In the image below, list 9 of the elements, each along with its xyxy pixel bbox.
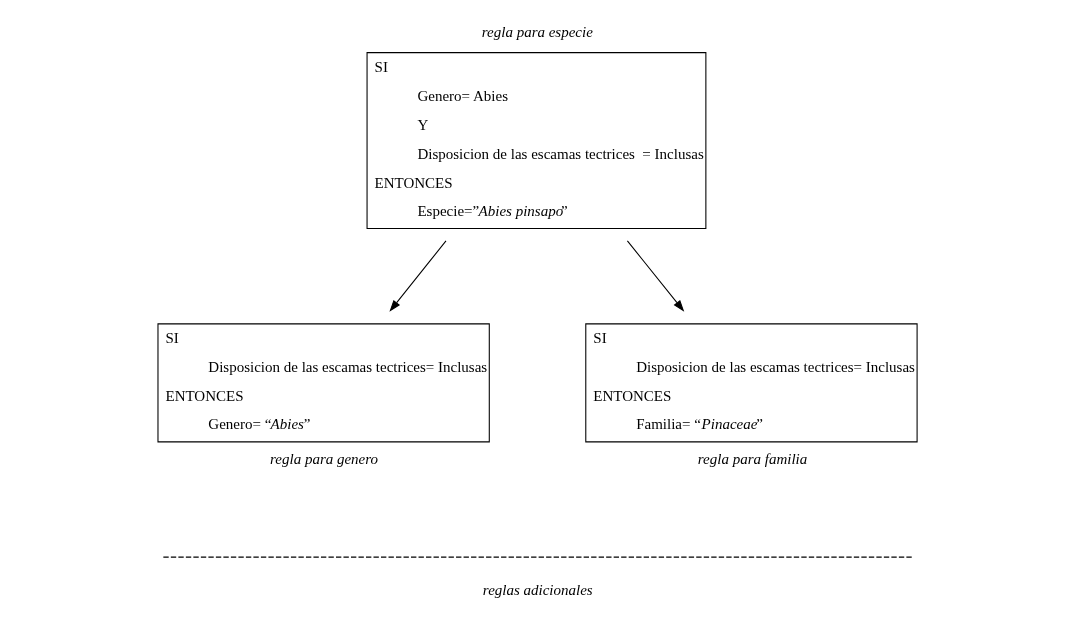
node-box: SI Disposicion de las escamas tectrices= Inclusas ENTONCES Genero= “Abies” bbox=[157, 323, 490, 443]
arrow bbox=[389, 240, 447, 312]
node-box: SI Genero= Abies Y Disposicion de las escamas tectrices = Inclusas ENTONCES Especie=”Abies pinsapo” bbox=[366, 52, 707, 229]
node-label: regla para genero bbox=[270, 450, 379, 467]
node-label: regla para familia bbox=[697, 450, 808, 467]
label: reglas adicionales bbox=[482, 581, 593, 598]
arrow bbox=[626, 240, 685, 312]
node-box: SI Disposicion de las escamas tectrices= Inclusas ENTONCES Familia= “Pinaceae” bbox=[585, 323, 918, 443]
node-label: regla para especie bbox=[481, 23, 593, 40]
